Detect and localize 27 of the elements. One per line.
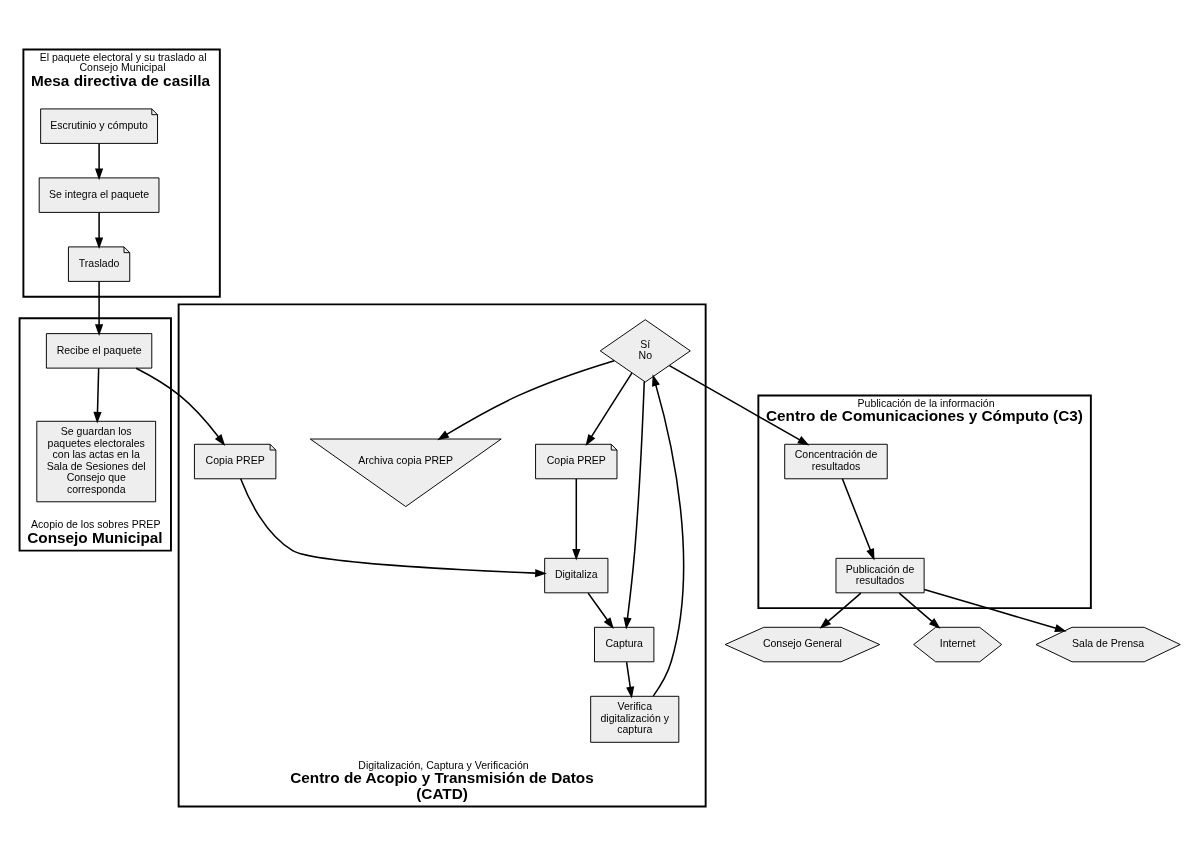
arrow [437, 359, 615, 441]
arrow [898, 592, 941, 629]
arrow [93, 367, 102, 424]
arrow [923, 588, 1067, 632]
node-box: Concentración de resultados [784, 443, 888, 480]
arrow [95, 211, 104, 250]
node-box: Recibe el paquete [45, 333, 153, 369]
arrow [95, 142, 104, 181]
arrow [625, 661, 635, 699]
arrow [239, 478, 547, 578]
arrow [587, 592, 614, 630]
arrow [819, 592, 862, 629]
node-box: Captura [594, 626, 655, 663]
arrow [585, 372, 633, 446]
arrow [623, 380, 646, 630]
arrow [95, 280, 104, 336]
node-box: Publicación de resultados [835, 557, 925, 594]
arrow [668, 364, 810, 446]
arrow [572, 478, 581, 561]
arrow [135, 367, 226, 446]
node-box: Digitaliza [544, 557, 609, 594]
node-box: Se integra el paquete [38, 177, 160, 213]
arrow [652, 374, 685, 697]
node-box: Verifica digitalización y captura [590, 695, 680, 743]
node-diamond: Sí No [599, 319, 691, 383]
arrow [841, 478, 875, 561]
node-box: Se guardan los paquetes electorales con las actas en la Sala de Sesiones del Consejo que corresponda [36, 420, 157, 503]
